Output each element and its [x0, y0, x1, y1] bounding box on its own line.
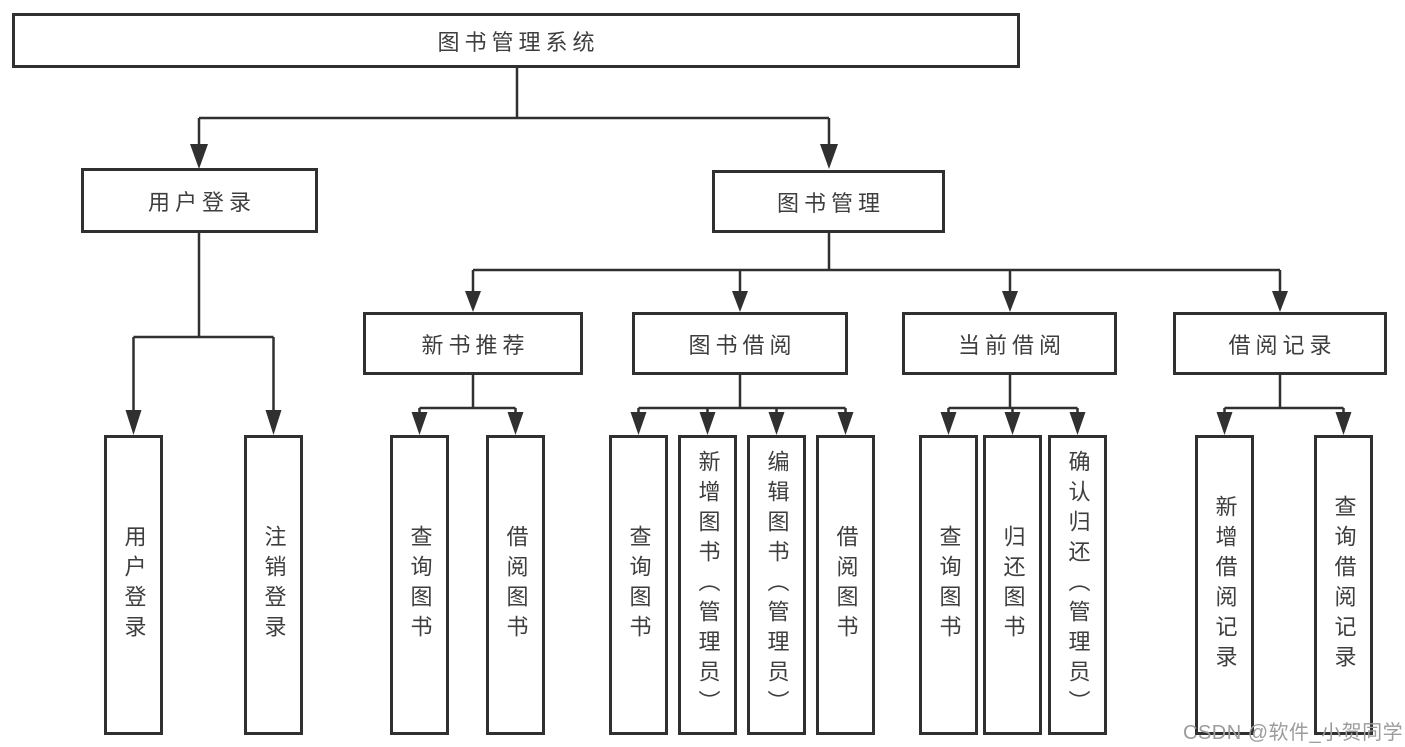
node-current-borrowing: 当前借阅 [902, 312, 1117, 375]
node-user-login: 用户登录 [81, 168, 318, 233]
leaf-bb-query-books: 查询图书 [609, 435, 668, 735]
leaf-br-query-record: 查询借阅记录 [1314, 435, 1373, 735]
node-label: 图书管理 [776, 190, 885, 216]
node-label: 借阅图书 [833, 525, 859, 645]
leaf-user-login: 用户登录 [104, 435, 163, 735]
node-label: 注销登录 [261, 525, 287, 645]
node-label: 查询借阅记录 [1331, 495, 1357, 675]
leaf-nb-borrow-books: 借阅图书 [486, 435, 545, 735]
node-label: 新增借阅记录 [1212, 495, 1238, 675]
node-label: 图书借阅 [688, 332, 797, 358]
leaf-bb-add-books-admin: 新增图书（管理员） [678, 435, 737, 735]
node-label: 查询图书 [626, 525, 652, 645]
leaf-br-add-record: 新增借阅记录 [1195, 435, 1254, 735]
node-label: 当前借阅 [957, 332, 1066, 358]
csdn-watermark: CSDN @软件_小贺同学 [1183, 722, 1404, 744]
leaf-cb-query-books: 查询图书 [919, 435, 978, 735]
node-label: 图书管理系统 [437, 29, 600, 55]
node-book-borrowing: 图书借阅 [632, 312, 848, 375]
node-label: 用户登录 [121, 525, 147, 645]
leaf-bb-edit-books-admin: 编辑图书（管理员） [747, 435, 806, 735]
node-label: 编辑图书（管理员） [764, 450, 790, 720]
node-label: 查询图书 [936, 525, 962, 645]
node-label: 归还图书 [1000, 525, 1026, 645]
leaf-cb-return-books: 归还图书 [983, 435, 1042, 735]
node-borrowing-records: 借阅记录 [1173, 312, 1387, 375]
leaf-cb-confirm-return-admin: 确认归还（管理员） [1048, 435, 1107, 735]
node-label: 用户登录 [147, 189, 256, 215]
node-label: 新书推荐 [421, 332, 530, 358]
node-new-book-recommend: 新书推荐 [363, 312, 583, 375]
node-book-management: 图书管理 [712, 170, 945, 233]
node-label: 确认归还（管理员） [1065, 450, 1091, 720]
node-library-management-system: 图书管理系统 [12, 13, 1020, 68]
leaf-nb-query-books: 查询图书 [390, 435, 449, 735]
node-label: 借阅记录 [1228, 332, 1337, 358]
node-label: 借阅图书 [503, 525, 529, 645]
leaf-logout: 注销登录 [244, 435, 303, 735]
leaf-bb-borrow-books: 借阅图书 [816, 435, 875, 735]
node-label: 查询图书 [407, 525, 433, 645]
node-label: 新增图书（管理员） [695, 450, 721, 720]
